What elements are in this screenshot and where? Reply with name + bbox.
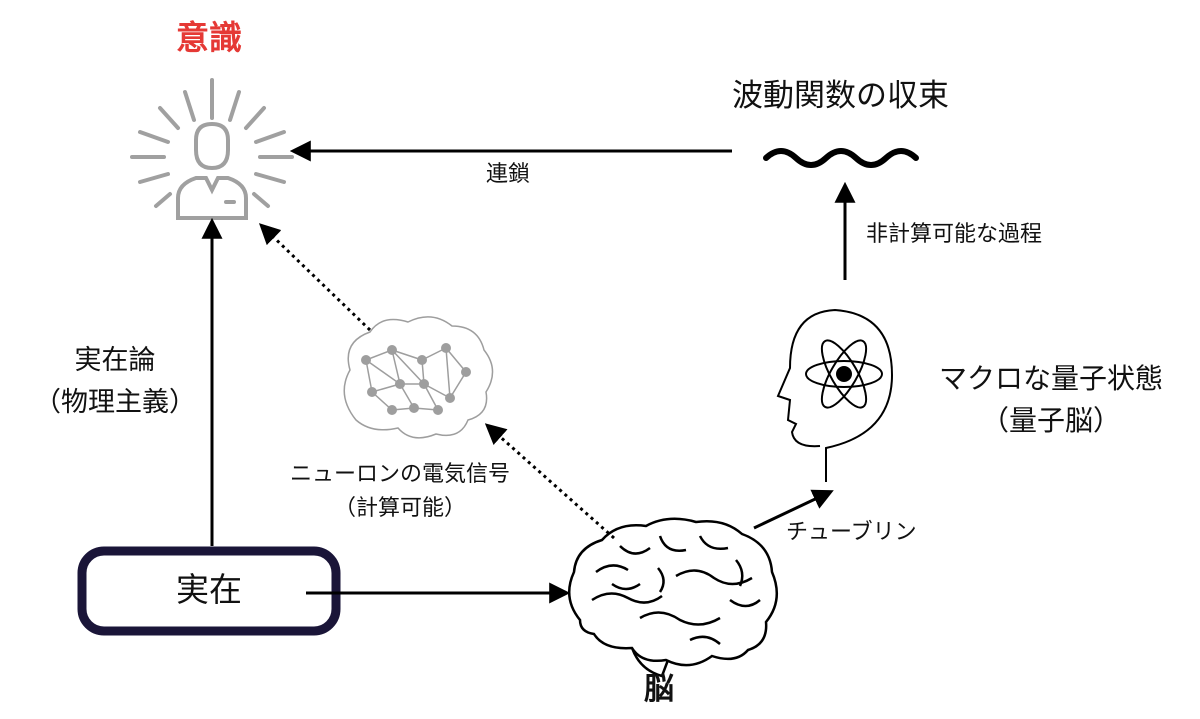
head-atom-icon bbox=[776, 308, 894, 482]
neural-network-nodes bbox=[361, 343, 471, 415]
neuron-signal-label-line1: ニューロンの電気信号 bbox=[289, 462, 510, 487]
arrow-neural-to-consciousness bbox=[258, 223, 372, 332]
realism-label: 実在論 （物理主義） bbox=[20, 340, 210, 424]
brain-icon bbox=[567, 517, 779, 678]
tubulin-label: チューブリン bbox=[786, 520, 917, 545]
neural-network-brain-icon bbox=[343, 316, 494, 439]
realism-label-line2: （物理主義） bbox=[34, 386, 196, 418]
atom-nucleus-icon bbox=[836, 366, 852, 382]
arrow-brain-to-neural bbox=[484, 423, 615, 540]
wave-icon bbox=[763, 148, 919, 168]
consciousness-label: 意識 bbox=[176, 18, 242, 57]
macro-quantum-label-line2: （量子脳） bbox=[980, 404, 1121, 437]
chain-label: 連鎖 bbox=[486, 162, 531, 187]
reality-label: 実在 bbox=[176, 570, 242, 609]
neuron-signal-label: ニューロンの電気信号 （計算可能） bbox=[258, 458, 542, 526]
non-computable-label: 非計算可能な過程 bbox=[866, 222, 1043, 247]
macro-quantum-label-line1: マクロな量子状態 bbox=[938, 362, 1163, 395]
brain-label: 脳 bbox=[644, 672, 674, 707]
realism-label-line1: 実在論 bbox=[74, 345, 156, 376]
arrow-tubulin bbox=[753, 489, 834, 530]
neuron-signal-label-line2: （計算可能） bbox=[333, 496, 466, 522]
reality-box[interactable] bbox=[77, 546, 341, 636]
macro-quantum-label: マクロな量子状態 （量子脳） bbox=[916, 358, 1186, 442]
wave-collapse-label: 波動関数の収束 bbox=[732, 78, 949, 114]
radiant-person-icon bbox=[130, 78, 294, 220]
